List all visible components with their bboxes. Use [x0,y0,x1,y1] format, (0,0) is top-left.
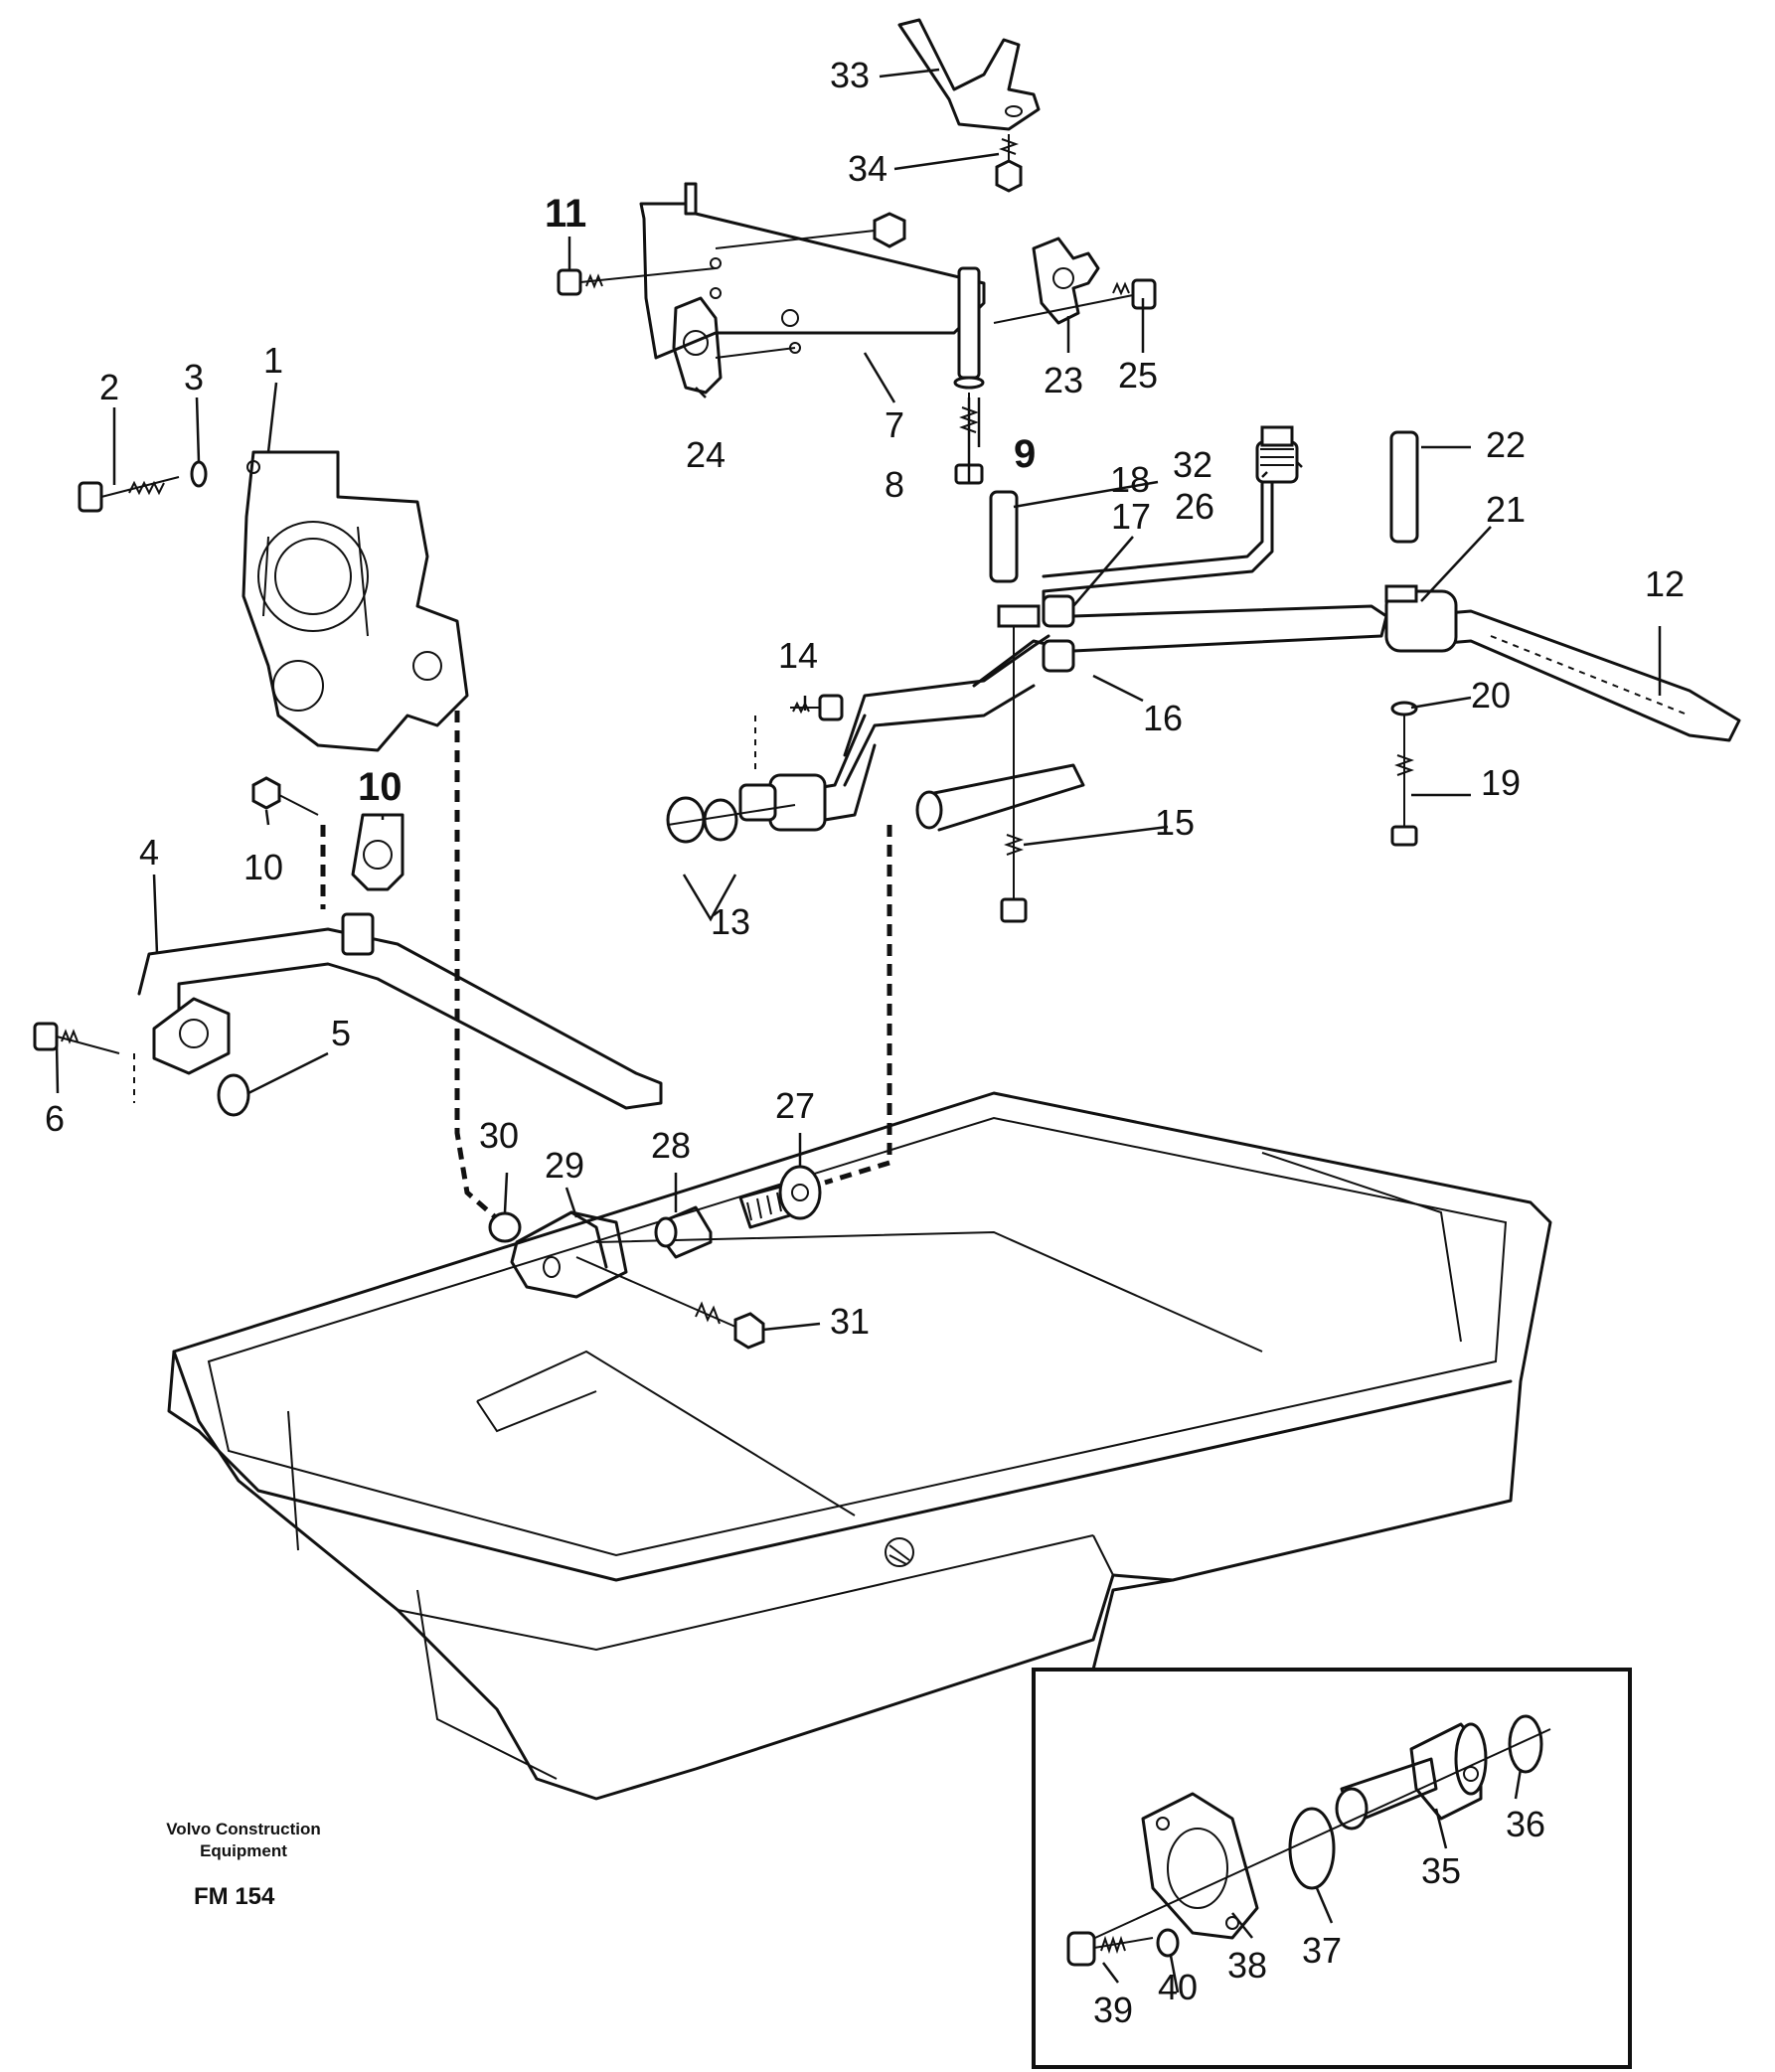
washer-3 [190,460,208,488]
callout-2: 2 [99,367,119,407]
callout-34: 34 [848,148,888,189]
bracket-7 [639,182,986,360]
callout-11: 11 [545,192,586,236]
screw-10 [251,776,326,909]
callout-26: 26 [1175,486,1214,527]
callout-31: 31 [830,1301,870,1342]
callout-6: 6 [45,1098,65,1139]
callout-19: 19 [1481,762,1521,803]
drawing-code: FM 154 [194,1883,275,1910]
bolt-2 [78,476,180,513]
seal-ring-5 [217,1073,250,1117]
callout-27: 27 [775,1085,815,1126]
clamp-21 [1384,584,1458,653]
brand-line-2: Equipment [200,1841,287,1860]
callout-32: 32 [1173,444,1212,485]
screw-6 [33,1022,135,1103]
callout-28: 28 [651,1125,691,1166]
valve-housing-29 [510,1210,628,1299]
clamp-10 [351,813,404,891]
connection-23 [1032,237,1100,325]
callout-labels: 1 2 3 4 5 6 7 8 9 10 10 11 12 13 14 15 1… [45,55,1685,2030]
callout-33: 33 [830,55,870,95]
pipe-12 [1409,609,1741,742]
callout-18: 18 [1110,459,1150,500]
bushing-28 [654,1205,713,1259]
callout-12: 12 [1645,563,1685,604]
callout-9: 9 [1014,432,1036,476]
pipe-union-27 [738,1165,822,1229]
callout-36: 36 [1506,1804,1545,1844]
seal-ring-30 [488,1211,522,1243]
callout-39: 39 [1093,1990,1133,2030]
callout-29: 29 [545,1145,584,1186]
screw-19-washer-20 [1390,701,1418,847]
callout-15: 15 [1155,802,1195,843]
washer-40 [1156,1928,1180,1958]
screw-39 [1066,1931,1154,1967]
gasket-24-line [715,347,796,359]
callout-17: 17 [1111,496,1151,537]
callout-1: 1 [263,340,283,381]
callout-5: 5 [331,1013,351,1053]
screw-34 [995,134,1023,193]
brand-line-1: Volvo Construction [166,1820,321,1838]
callout-20: 20 [1471,675,1511,716]
callout-35: 35 [1421,1850,1461,1891]
callout-10-clamp: 10 [358,765,403,809]
footer: Volvo Construction Equipment FM 154 [166,1820,321,1910]
stud-9 [953,266,985,390]
callout-16: 16 [1143,698,1183,738]
flange-pipe-4 [152,997,231,1075]
inset-axis-line [1072,1728,1551,1949]
nut-bracket [715,212,906,249]
detail-inset-frame [1032,1668,1632,2069]
clamp-17-16 [997,594,1075,673]
callout-38: 38 [1227,1945,1267,1986]
oil-pipe-4 [137,912,663,1110]
gasket-24 [672,296,723,395]
oil-sump [167,1091,1552,1801]
callout-30: 30 [479,1115,519,1156]
sleeve-22 [1389,430,1419,544]
callout-22: 22 [1486,424,1526,465]
callout-4: 4 [139,832,159,873]
inset-leader [1091,1578,1175,1672]
callout-3: 3 [184,357,204,398]
pipe-connection-hose [915,763,1085,832]
o-ring-36 [1508,1714,1543,1774]
callout-13: 13 [711,901,750,942]
sleeve-18 [989,490,1019,583]
screw-31 [575,1256,765,1350]
o-ring-37 [1288,1807,1336,1890]
callout-24: 24 [686,434,726,475]
callout-7: 7 [885,404,904,445]
callout-10-screw: 10 [243,847,283,887]
screw-14 [754,694,844,775]
leader-lines [55,68,1662,1993]
callout-37: 37 [1302,1930,1342,1971]
screw-11 [557,267,717,296]
callout-23: 23 [1044,360,1083,400]
callout-14: 14 [778,635,818,676]
oil-pump [242,450,469,752]
screw-15 [1000,626,1028,923]
pipe-holder-33 [897,18,1041,131]
flange-38 [1141,1792,1259,1940]
suction-pipe-dashline [824,825,892,1186]
callout-8: 8 [885,464,904,505]
connection-32 [1255,425,1299,484]
suction-pipe-13 [666,714,877,844]
callout-40: 40 [1158,1967,1198,2007]
valve-piston-35 [1335,1722,1488,1831]
callout-25: 25 [1118,355,1158,396]
callout-21: 21 [1486,489,1526,530]
